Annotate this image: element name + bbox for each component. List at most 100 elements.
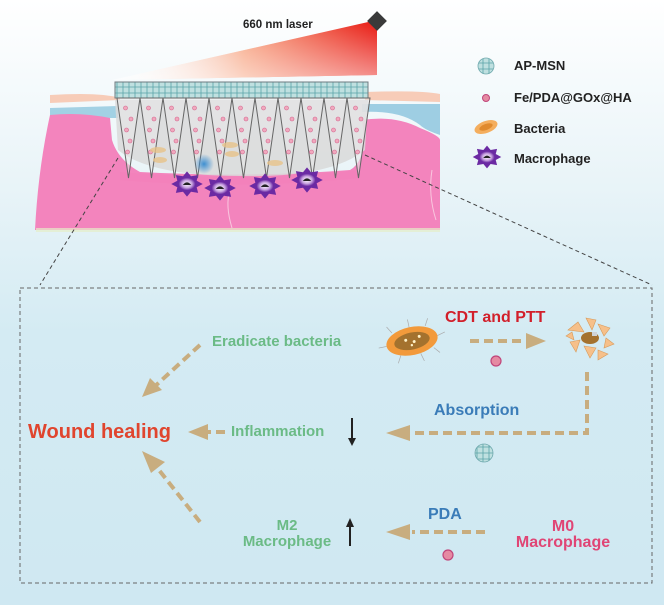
microneedle — [162, 97, 187, 179]
arrowhead — [386, 524, 410, 540]
macrophage-cluster — [171, 167, 323, 201]
fe-pda-gox-ha-particle — [240, 149, 245, 155]
fe-pda-gox-ha-particle — [220, 116, 226, 122]
macrophage-label: Macrophage — [242, 533, 332, 550]
fe-pda-gox-ha-particle — [219, 138, 225, 144]
fe-pda-gox-ha-particle — [335, 116, 341, 122]
fe-pda-gox-ha-particle — [309, 149, 314, 155]
fe-pda-gox-ha-particle — [353, 105, 358, 111]
fe-pda-gox-ha-particle — [331, 127, 336, 133]
bacteria-icon — [474, 120, 498, 134]
legend-label-ap-msn: AP-MSN — [514, 58, 566, 73]
bacteria-icon — [378, 318, 445, 364]
m0-label: M0 — [551, 518, 575, 535]
fe-pda-gox-ha-particle — [194, 149, 199, 155]
fe-pda-gox-ha-particle — [284, 105, 289, 111]
ap-msn-icon — [477, 57, 495, 75]
arrow-m2-to-healing — [153, 463, 202, 524]
fe-pda-gox-ha-particle — [193, 127, 198, 133]
laser-source-icon — [367, 11, 387, 31]
macrophage-icon — [204, 175, 236, 201]
macrophage-icon — [472, 145, 502, 169]
fe-pda-gox-ha-particle — [286, 149, 291, 155]
microneedle — [300, 97, 325, 179]
fe-pda-gox-ha-particle — [243, 116, 249, 122]
ap-msn-icon — [474, 443, 494, 463]
microneedle — [208, 97, 233, 179]
fe-pda-gox-ha-particle — [173, 138, 179, 144]
fe-pda-gox-ha-particle — [215, 105, 220, 111]
label-m2-macrophage: M2 Macrophage — [232, 518, 342, 550]
fe-pda-gox-ha-particle — [150, 138, 156, 144]
fe-pda-gox-ha-particle — [192, 105, 197, 111]
fe-pda-gox-ha-particle — [307, 105, 312, 111]
m2-label: M2 — [276, 517, 298, 534]
zoom-guide-left — [39, 157, 119, 286]
trend-arrows — [349, 418, 353, 546]
fe-pda-gox-ha-particle — [197, 116, 203, 122]
fe-pda-gox-ha-particle — [196, 138, 202, 144]
arrowhead — [386, 425, 410, 441]
fe-pda-gox-ha-particle — [262, 127, 267, 133]
macrophage-icon — [249, 173, 281, 199]
fe-pda-gox-ha-particle — [169, 105, 174, 111]
fe-pda-gox-ha-particle — [266, 116, 272, 122]
fe-pda-gox-ha-particle — [216, 127, 221, 133]
fe-pda-gox-ha-particle — [238, 105, 243, 111]
fe-pda-gox-ha-particle — [217, 149, 222, 155]
laser-label: 660 nm laser — [243, 19, 313, 31]
arrowhead — [142, 451, 165, 473]
microneedle — [277, 97, 302, 179]
fe-pda-gox-ha-particle — [123, 105, 128, 111]
fe-pda-gox-ha-particle — [171, 149, 176, 155]
microneedle — [116, 97, 141, 179]
bacteria-debris-icon — [565, 317, 615, 361]
fe-pda-gox-ha-particle — [128, 116, 134, 122]
fe-pda-gox-ha-particle — [288, 138, 294, 144]
legend-label-fe-pda: Fe/PDA@GOx@HA — [514, 90, 632, 105]
fe-pda-gox-ha-icon — [482, 94, 490, 102]
fe-pda-gox-ha-particle — [289, 116, 295, 122]
legend-icons — [472, 57, 502, 169]
zoom-guide-right — [364, 154, 653, 286]
arrowhead — [188, 424, 208, 440]
microneedle — [231, 97, 256, 179]
fe-pda-gox-ha-particle — [147, 127, 152, 133]
macrophage-label: Macrophage — [515, 534, 611, 551]
arrow-eradicate-to-healing — [151, 343, 202, 390]
fe-pda-gox-ha-particle — [239, 127, 244, 133]
microneedle — [254, 97, 279, 179]
fe-pda-gox-ha-icon — [442, 549, 454, 561]
fe-pda-gox-ha-particle — [285, 127, 290, 133]
label-m0-macrophage: M0 Macrophage — [508, 519, 618, 551]
fe-pda-gox-ha-particle — [146, 105, 151, 111]
macrophage-icon — [171, 171, 203, 197]
legend-label-bacteria: Bacteria — [514, 121, 566, 136]
microneedle — [139, 97, 164, 179]
fe-pda-gox-ha-icon — [490, 355, 502, 367]
fe-pda-gox-ha-particle — [311, 138, 317, 144]
fe-pda-gox-ha-particle — [357, 138, 363, 144]
fe-pda-gox-ha-particle — [242, 138, 248, 144]
process-absorption: Absorption — [434, 402, 520, 419]
microneedle — [346, 97, 371, 179]
arrowhead — [526, 333, 546, 349]
arrowhead — [142, 378, 162, 397]
fe-pda-gox-ha-particle — [358, 116, 364, 122]
fe-pda-gox-ha-particle — [334, 138, 340, 144]
microneedle — [323, 97, 348, 179]
fe-pda-gox-ha-particle — [151, 116, 157, 122]
macrophage-icon — [291, 167, 323, 193]
fe-pda-gox-ha-particle — [332, 149, 337, 155]
label-inflammation: Inflammation — [231, 423, 325, 440]
microneedle — [185, 97, 210, 179]
detail-box — [19, 287, 653, 584]
arrow-debris-to-inflammation — [412, 372, 589, 435]
fe-pda-gox-ha-particle — [124, 127, 129, 133]
fe-pda-gox-ha-particle — [330, 105, 335, 111]
process-cdt-ptt: CDT and PTT — [445, 309, 546, 326]
microneedle-patch — [114, 81, 371, 179]
label-eradicate-bacteria: Eradicate bacteria — [212, 333, 342, 350]
fe-pda-gox-ha-particle — [308, 127, 313, 133]
